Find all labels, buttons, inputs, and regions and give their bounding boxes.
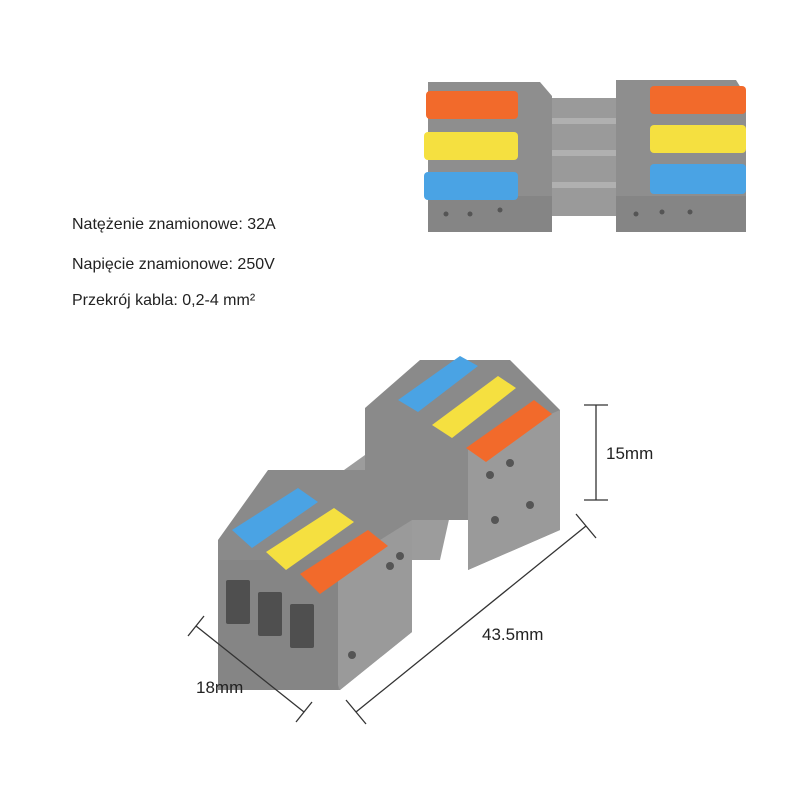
lever-blue-left-top (424, 172, 518, 200)
lever-yellow-right-top (650, 125, 746, 153)
connector-top-view (424, 80, 746, 232)
lever-blue-iso-front (232, 488, 318, 548)
lever-orange-iso-front (300, 530, 388, 594)
dimension-height-label: 15mm (606, 444, 654, 463)
dimension-length-label: 43.5mm (482, 625, 544, 644)
lever-yellow-left-top (424, 132, 518, 160)
lever-blue-right-top (650, 164, 746, 194)
spec-rated-voltage: Napięcie znamionowe: 250V (72, 256, 275, 273)
lever-orange-right-top (650, 86, 746, 114)
lever-orange-left-top (426, 91, 518, 119)
lever-yellow-iso-back (432, 376, 516, 438)
lever-orange-iso-back (466, 400, 552, 462)
dimension-lines (187, 404, 608, 725)
connector-iso-view (218, 356, 560, 690)
dimension-width-label: 18mm (196, 678, 244, 697)
lever-blue-iso-back (398, 356, 478, 412)
lever-yellow-iso-front (266, 508, 354, 570)
spec-rated-current: Natężenie znamionowe: 32A (72, 216, 276, 233)
spec-cable-cross-section: Przekrój kabla: 0,2-4 mm² (72, 292, 256, 309)
